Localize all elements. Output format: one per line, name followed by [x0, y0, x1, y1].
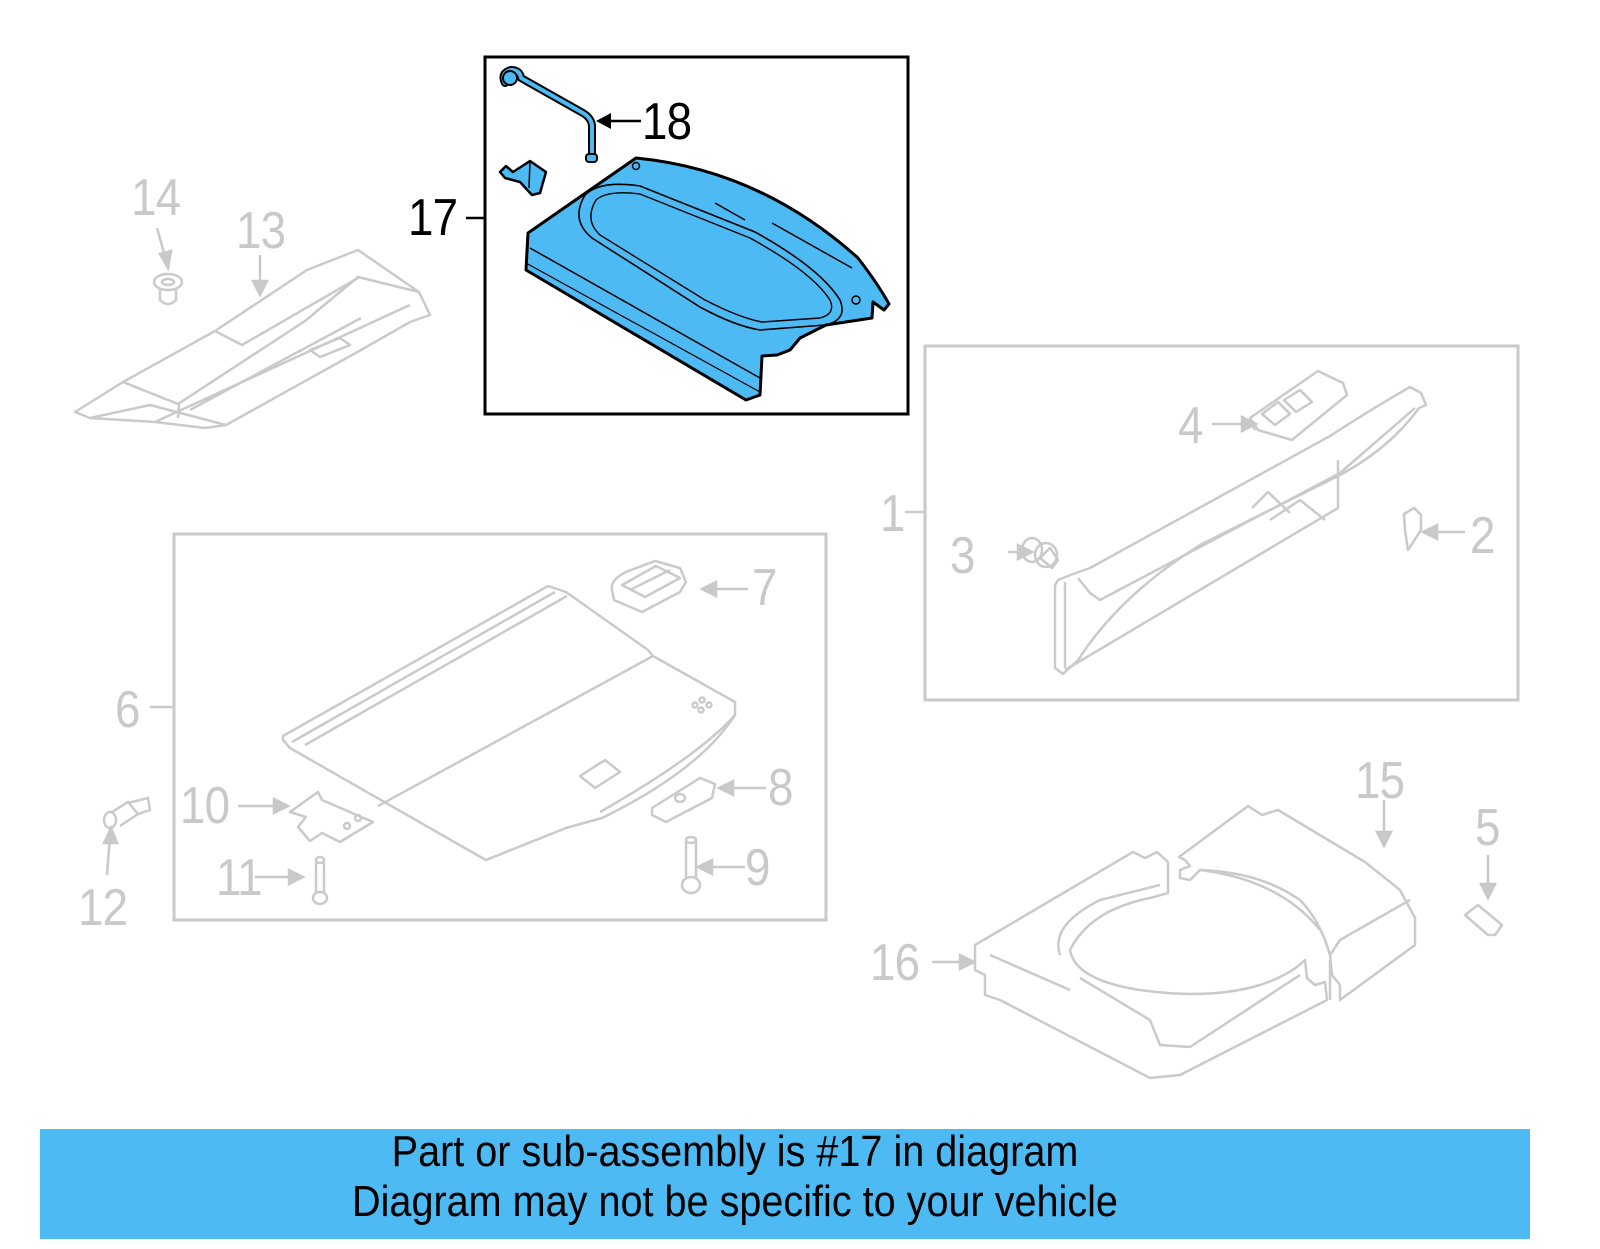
callout-label-11[interactable]: 11 [216, 849, 263, 907]
callout-label-2[interactable]: 2 [1470, 507, 1495, 565]
callout-label-8[interactable]: 8 [768, 759, 793, 817]
footer-line-disclaimer: Diagram may not be specific to your vehi… [352, 1177, 1118, 1226]
spare-tire-tray-group[interactable] [973, 804, 1504, 1080]
footer-banner: Part or sub-assembly is #17 in diagram D… [40, 1127, 1530, 1239]
callout-label-15[interactable]: 15 [1355, 752, 1405, 810]
callout-label-16[interactable]: 16 [870, 934, 920, 992]
retainer-part-12[interactable] [102, 796, 152, 830]
group-box-6 [172, 532, 828, 922]
callout-label-7[interactable]: 7 [752, 559, 777, 617]
tray-bracket-part[interactable] [498, 159, 548, 197]
callout-label-4[interactable]: 4 [1178, 397, 1203, 455]
callout-label-5[interactable]: 5 [1475, 799, 1500, 857]
arrow-icon [596, 113, 611, 129]
callout-label-3[interactable]: 3 [950, 527, 975, 585]
floor-sill-group-13[interactable] [73, 248, 432, 430]
callout-label-14[interactable]: 14 [131, 169, 181, 227]
footer-line-part-number: Part or sub-assembly is #17 in diagram [391, 1127, 1079, 1176]
callout-label-17[interactable]: 17 [408, 189, 458, 247]
highlight-group-17[interactable] [466, 55, 910, 416]
callout-arrow-12 [102, 824, 119, 876]
callout-arrows-13-14 [155, 227, 270, 298]
callout-label-9[interactable]: 9 [745, 839, 770, 897]
callout-label-6[interactable]: 6 [115, 681, 140, 739]
callout-label-13[interactable]: 13 [236, 202, 286, 260]
highlight-box [483, 55, 910, 416]
bumper-pad-group-1[interactable] [905, 344, 1520, 702]
floor-cover-group-6[interactable] [150, 532, 828, 922]
callout-arrows-5-15-16 [932, 800, 1498, 972]
group-box-1 [923, 344, 1520, 702]
callout-label-18[interactable]: 18 [642, 93, 692, 151]
support-rod-part-18[interactable] [499, 66, 598, 163]
package-tray-part-17[interactable] [524, 156, 891, 402]
callout-label-12[interactable]: 12 [78, 879, 128, 937]
callout-label-1[interactable]: 1 [880, 485, 905, 543]
callout-label-10[interactable]: 10 [180, 777, 230, 835]
